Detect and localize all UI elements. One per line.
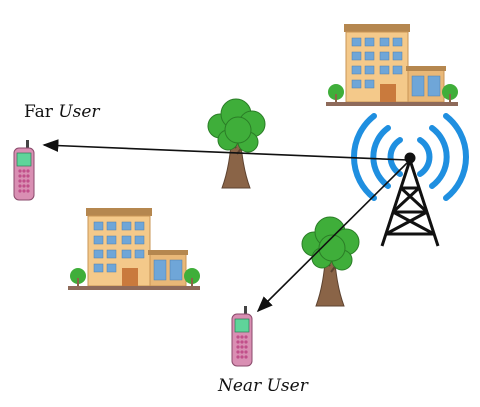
building-icon xyxy=(67,207,201,291)
building-icon xyxy=(325,23,459,107)
tree-icon xyxy=(301,216,360,307)
mobile-phone-icon xyxy=(231,305,253,367)
tree-icon xyxy=(207,98,266,189)
far-user-label: Far User xyxy=(24,102,100,122)
near-user-link-arrow xyxy=(256,161,409,313)
far-user-link-arrow xyxy=(42,139,409,161)
near-user-label: Near User xyxy=(218,376,308,396)
mobile-phone-icon xyxy=(13,139,35,201)
